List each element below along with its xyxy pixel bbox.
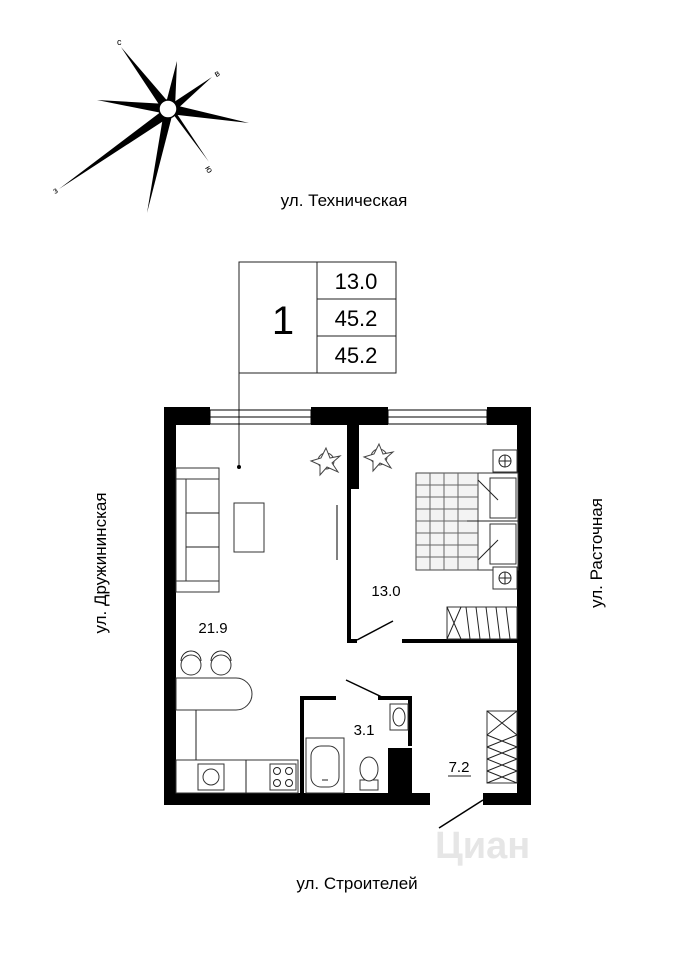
total-area-value-2: 45.2 bbox=[335, 343, 378, 368]
room-area-bathroom: 3.1 bbox=[354, 722, 375, 739]
compass-rose: с в ю з bbox=[51, 37, 249, 213]
street-left-label: ул. Дружининская bbox=[91, 492, 110, 633]
sofa bbox=[175, 467, 220, 593]
wardrobe-bedroom bbox=[446, 606, 518, 640]
kitchen-counter bbox=[175, 710, 299, 794]
room-area-bedroom: 13.0 bbox=[371, 583, 400, 600]
room-area-hall: 7.2 bbox=[449, 759, 470, 776]
street-bottom-label: ул. Строителей bbox=[296, 874, 417, 893]
compass-spike-south bbox=[170, 110, 209, 162]
compass-spike-east bbox=[168, 77, 212, 112]
wardrobe-hall bbox=[486, 710, 518, 784]
bed bbox=[415, 472, 519, 571]
windows-top bbox=[209, 409, 488, 425]
doors bbox=[336, 505, 484, 829]
sink bbox=[389, 703, 409, 731]
bathtub bbox=[305, 737, 345, 794]
living-area-value: 13.0 bbox=[335, 269, 378, 294]
compass-spike-e2 bbox=[169, 104, 249, 123]
interior-walls bbox=[300, 425, 520, 796]
plant-living bbox=[309, 446, 342, 477]
nightstand-bottom bbox=[492, 566, 518, 590]
nightstand-top bbox=[492, 449, 518, 473]
compass-spike-n2 bbox=[165, 61, 177, 108]
compass-center bbox=[158, 99, 178, 119]
bathroom-door bbox=[345, 679, 385, 699]
total-area-value: 45.2 bbox=[335, 306, 378, 331]
apartment-info-box: 1 13.0 45.2 45.2 bbox=[237, 261, 397, 469]
watermark-text: Циан bbox=[435, 825, 530, 867]
compass-spike-north bbox=[121, 47, 170, 112]
bedroom-door bbox=[356, 620, 394, 641]
plant-bedroom bbox=[362, 442, 395, 473]
compass-label-east: в bbox=[212, 68, 221, 79]
compass-spike-west bbox=[59, 111, 168, 189]
toilet bbox=[359, 756, 379, 791]
exterior-walls bbox=[164, 407, 531, 805]
street-right-label: ул. Расточная bbox=[587, 498, 606, 608]
room-area-living-kitchen: 21.9 bbox=[198, 620, 227, 637]
rooms-count: 1 bbox=[272, 299, 294, 343]
coffee-table bbox=[233, 502, 265, 553]
compass-label-north: с bbox=[117, 37, 122, 47]
compass-label-south: ю bbox=[203, 164, 215, 175]
compass-spike-w2 bbox=[97, 100, 167, 114]
compass-label-west: з bbox=[51, 185, 60, 196]
street-top-label: ул. Техническая bbox=[281, 191, 408, 210]
entrance-door bbox=[438, 799, 484, 829]
compass-spike-s2 bbox=[147, 111, 173, 213]
bar-counter bbox=[175, 650, 253, 711]
